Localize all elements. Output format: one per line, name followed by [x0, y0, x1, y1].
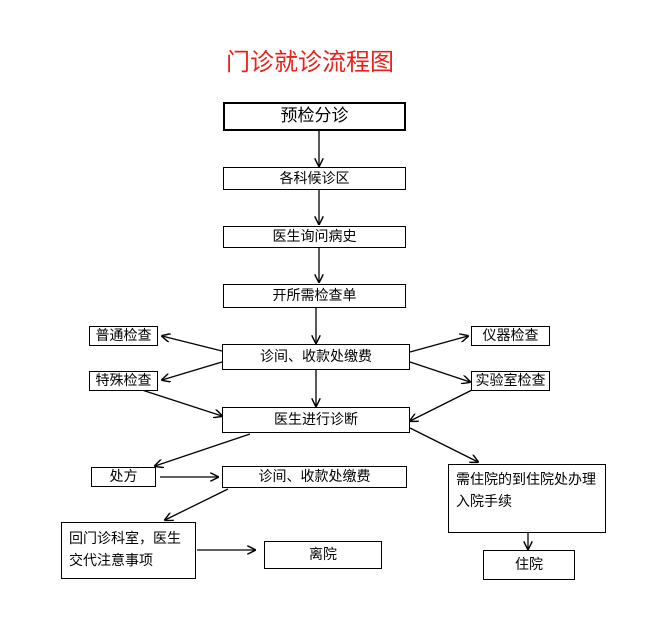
node-diagnosis: 医生进行诊断 — [222, 407, 410, 433]
node-instrument-exam: 仪器检查 — [471, 326, 550, 346]
node-leave: 离院 — [264, 541, 382, 569]
node-admission: 需住院的到住院处办理入院手续 — [448, 464, 606, 533]
arrow-payment-instrument — [409, 336, 468, 353]
arrow-special-diagnosis — [141, 389, 222, 416]
node-pre-triage: 预检分诊 — [223, 102, 406, 131]
arrow-payment-special — [162, 361, 223, 380]
node-general-exam: 普通检查 — [89, 326, 158, 346]
arrow-diagnosis-prescription — [155, 433, 251, 466]
arrow-payment2-return — [165, 488, 229, 520]
arrow-diagnosis-admission — [409, 427, 478, 462]
node-hospitalized: 住院 — [483, 550, 575, 580]
node-prescription: 处方 — [91, 467, 156, 487]
node-payment-2: 诊间、收款处缴费 — [222, 466, 407, 488]
arrow-payment-lab — [409, 361, 470, 382]
node-special-exam: 特殊检查 — [89, 371, 158, 391]
arrow-lab-diagnosis — [410, 389, 473, 421]
node-order-tests: 开所需检查单 — [223, 284, 406, 308]
node-lab-exam: 实验室检查 — [471, 371, 550, 391]
arrow-payment-general — [162, 336, 223, 352]
page-title: 门诊就诊流程图 — [226, 48, 394, 76]
node-payment-1: 诊间、收款处缴费 — [222, 344, 410, 370]
node-history: 医生询问病史 — [223, 226, 406, 248]
node-waiting-area: 各科候诊区 — [223, 167, 406, 190]
node-return-clinic: 回门诊科室，医生交代注意事项 — [61, 522, 196, 579]
